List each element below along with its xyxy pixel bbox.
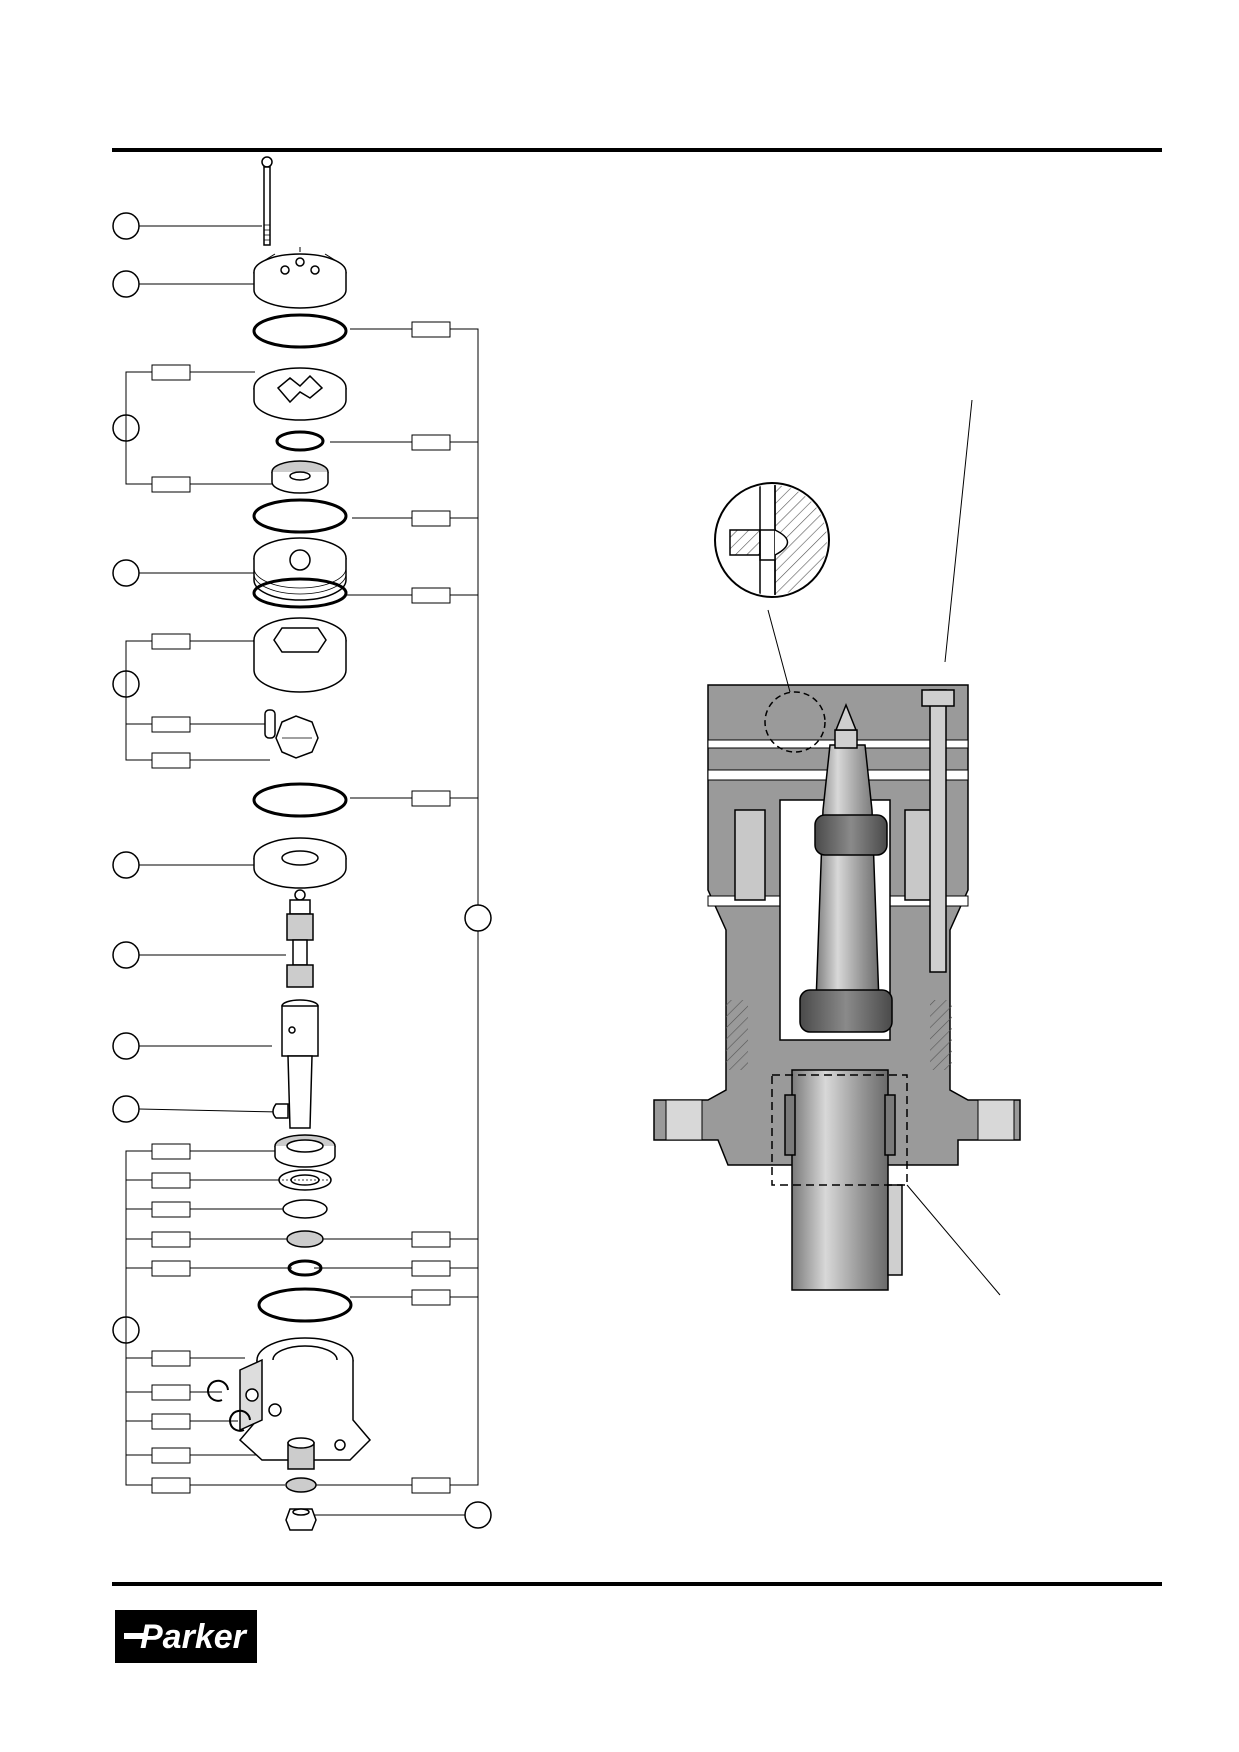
- front-bearing: [287, 1437, 315, 1470]
- magnified-detail: [714, 482, 830, 598]
- drive-link: [286, 889, 314, 988]
- section-drive-link: [814, 744, 881, 1031]
- output-shaft: [281, 999, 319, 1129]
- gerotor-ring: [253, 617, 347, 693]
- front-seal: [285, 1477, 317, 1493]
- section-tie-bolt: [929, 689, 947, 973]
- shaft-seal: [286, 1230, 324, 1248]
- exploded-view: [112, 156, 492, 1531]
- wear-plate: [253, 837, 347, 889]
- manifold-plate: [253, 367, 347, 421]
- left-part-boxes: [151, 364, 191, 1494]
- detail-box: [771, 1074, 908, 1186]
- section-output-shaft: [791, 1069, 889, 1291]
- o-ring: [257, 1287, 353, 1323]
- o-ring: [252, 577, 348, 609]
- left-leaders: [125, 225, 292, 1486]
- cross-section-view: [653, 399, 1021, 1296]
- o-ring: [252, 782, 348, 818]
- roller: [264, 709, 276, 739]
- o-ring: [252, 313, 348, 349]
- logo-text: Parker: [140, 1618, 248, 1656]
- retaining-ring: [229, 1409, 251, 1432]
- needle-bearing: [274, 1134, 336, 1168]
- right-part-boxes: [308, 321, 492, 1529]
- seal-washer: [271, 460, 329, 494]
- end-cap: [253, 247, 347, 309]
- shaft-key: [272, 1103, 289, 1119]
- o-ring: [252, 498, 348, 534]
- thrust-bearing: [278, 1169, 332, 1191]
- housing: [238, 1337, 372, 1461]
- dust-seal: [287, 1259, 323, 1277]
- bottom-rule: [112, 1582, 1162, 1586]
- retaining-ring: [207, 1379, 229, 1402]
- rotor-star: [275, 715, 319, 759]
- lower-spline-gear: [799, 989, 893, 1033]
- small-o-ring: [275, 430, 325, 452]
- parker-logo: Parker: [115, 1610, 257, 1663]
- slotted-nut: [285, 1508, 317, 1531]
- upper-spline-gear: [814, 814, 888, 856]
- top-rule: [112, 148, 1162, 152]
- tie-bolt: [261, 156, 273, 246]
- thrust-washer: [282, 1199, 328, 1219]
- detail-circle-marker: [764, 691, 826, 753]
- valve-plate: [253, 537, 347, 601]
